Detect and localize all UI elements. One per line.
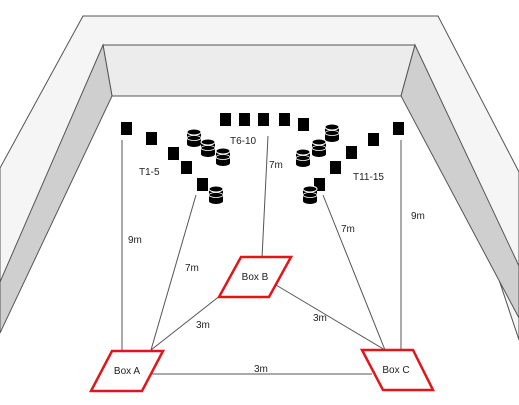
cylinder-marker (311, 138, 327, 157)
marker-square (168, 147, 179, 160)
box-c-outline (359, 348, 436, 392)
marker-square (298, 118, 309, 131)
distance-b-to-center-group: 7m (269, 160, 283, 171)
box-a-label: Box A (114, 366, 140, 377)
arena-walls (0, 15, 519, 341)
wall-right-face (400, 43, 519, 319)
cylinder-markers (186, 123, 340, 204)
cylinder-marker (295, 148, 311, 167)
marker-square (314, 178, 325, 191)
wall-left-face (0, 43, 113, 334)
marker-square (181, 161, 192, 174)
box-a: Box A (88, 349, 166, 393)
box-b-label: Box B (242, 272, 269, 283)
square-markers (121, 113, 404, 191)
marker-square (330, 161, 341, 174)
wall-back-face (102, 44, 416, 97)
distance-a-to-left-group: 7m (185, 263, 199, 274)
line-b-to-c (275, 284, 386, 351)
box-b-outline (216, 255, 294, 299)
group-label-t6-10: T6-10 (230, 136, 257, 147)
line-c-to-right-group (322, 194, 386, 351)
marker-square (220, 113, 231, 126)
distance-labels: 9m 9m 7m 7m 7m 3m 3m 3m (128, 160, 425, 375)
line-b-to-center-group (261, 135, 269, 259)
group-label-t1-5: T1-5 (139, 167, 160, 178)
cylinder-marker (186, 128, 202, 147)
cylinder-marker (208, 185, 224, 204)
distance-a-to-c: 3m (254, 364, 268, 375)
marker-square (197, 178, 208, 191)
box-a-outline (88, 349, 166, 393)
box-c-label: Box C (382, 365, 409, 376)
marker-square (346, 146, 357, 159)
group-labels: T1-5 T6-10 T11-15 (139, 136, 384, 183)
measurement-lines (121, 135, 402, 375)
box-c: Box C (359, 348, 436, 392)
group-label-t11-15: T11-15 (353, 172, 384, 183)
marker-square (393, 122, 404, 135)
cylinder-marker (302, 185, 318, 204)
distance-a-to-b: 3m (196, 320, 210, 331)
cylinder-marker (215, 147, 231, 166)
marker-square (368, 133, 379, 146)
distance-right-vertical: 9m (411, 211, 425, 222)
cylinder-marker (324, 123, 340, 142)
marker-square (146, 132, 157, 145)
box-b: Box B (216, 255, 294, 299)
distance-c-to-right-group: 7m (341, 224, 355, 235)
marker-square (279, 113, 290, 126)
marker-square (258, 113, 269, 126)
cylinder-marker (200, 138, 216, 157)
line-a-to-b (150, 294, 222, 351)
marker-square (239, 113, 250, 126)
distance-left-vertical: 9m (128, 235, 142, 246)
line-a-to-left-group (150, 194, 197, 351)
distance-b-to-c: 3m (313, 313, 327, 324)
marker-square (121, 122, 132, 135)
